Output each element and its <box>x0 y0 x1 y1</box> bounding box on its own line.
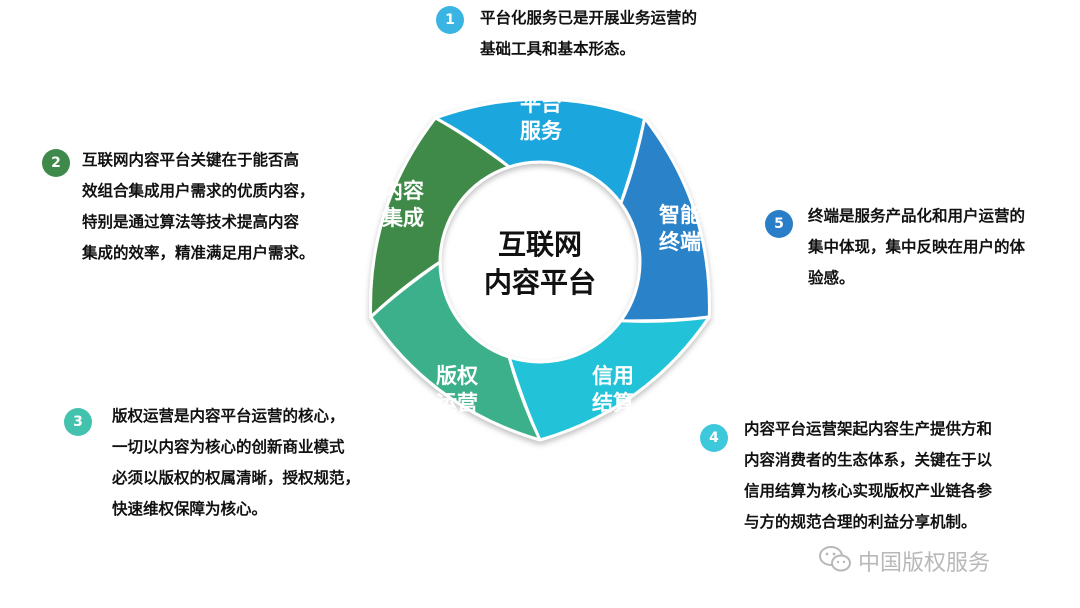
wechat-icon <box>819 546 851 572</box>
note-3-badge: 3 <box>64 408 92 436</box>
watermark-text: 中国版权服务 <box>858 551 991 576</box>
center-title: 互联网 内容平台 <box>483 228 596 299</box>
note-2-badge: 2 <box>42 149 70 177</box>
segment-label-copyright-operation: 版权 运营 <box>436 364 478 415</box>
center-circle <box>452 174 628 350</box>
segment-label-platform-service: 平台 服务 <box>520 92 562 143</box>
note-5-text: 终端是服务产品化和用户运营的 集中体现，集中反映在用户的体 验感。 <box>808 207 1026 287</box>
segment-content-integration <box>369 116 511 319</box>
note-4-text: 内容平台运营架起内容生产提供方和 内容消费者的生态体系，关键在于以 信用结算为核… <box>744 420 993 531</box>
segment-label-credit-settlement: 信用 结算 <box>592 364 634 415</box>
note-4-badge: 4 <box>700 424 728 452</box>
segment-label-content-integration: 内容 集成 <box>382 179 424 230</box>
note-2-text: 互联网内容平台关键在于能否高 效组合集成用户需求的优质内容， 特别是通过算法等技… <box>82 151 315 262</box>
note-1-text: 平台化服务已是开展业务运营的 基础工具和基本形态。 <box>480 9 698 58</box>
note-1-badge: 1 <box>436 6 464 34</box>
segment-label-smart-terminal: 智能 终端 <box>659 203 701 254</box>
note-5-badge: 5 <box>765 210 793 238</box>
note-3-text: 版权运营是内容平台运营的核心， 一切以内容为核心的创新商业模式 必须以版权的权属… <box>112 407 361 518</box>
